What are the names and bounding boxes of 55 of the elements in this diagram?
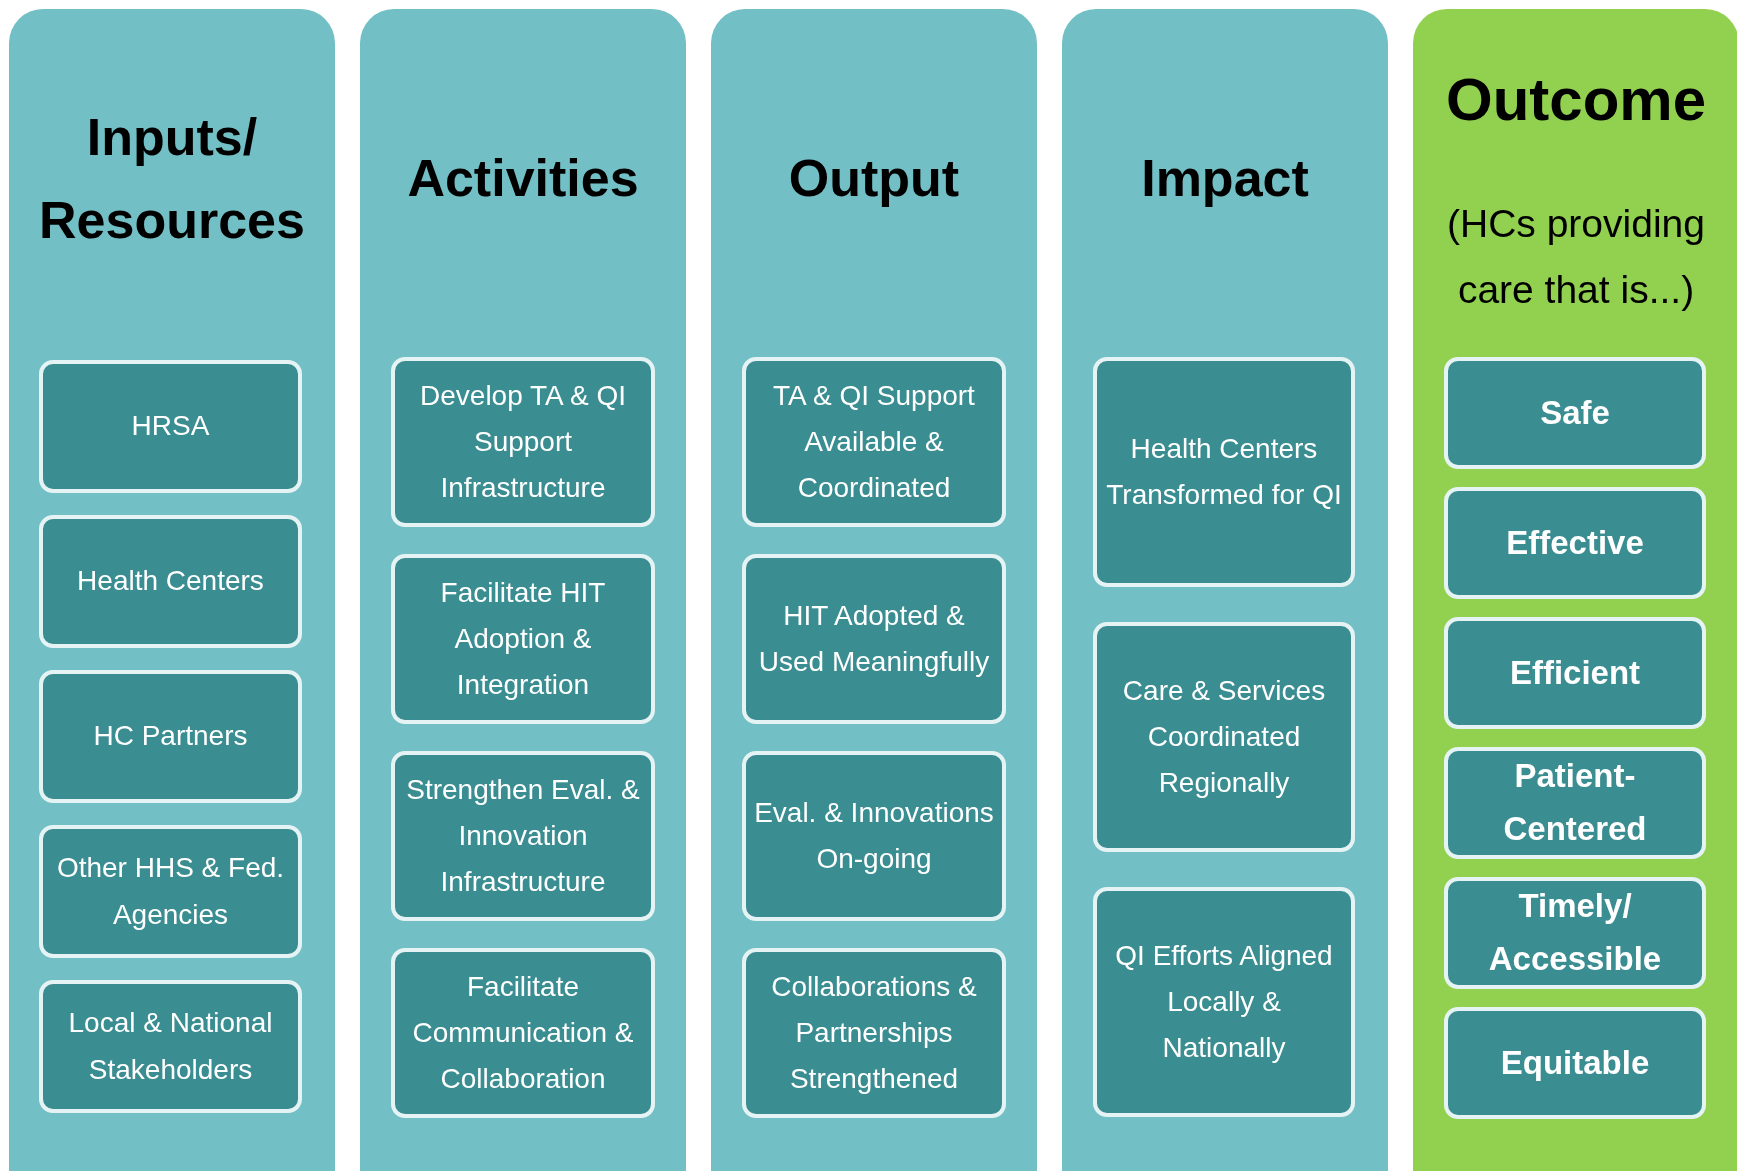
column-heading: Activities: [407, 148, 639, 210]
column-heading: Impact: [1141, 148, 1309, 210]
item-box: [391, 554, 655, 724]
item-box: [39, 980, 302, 1113]
item-box: [742, 357, 1006, 527]
item-text: HIT Adopted & Used Meaningfully: [757, 598, 991, 679]
item-text: QI Efforts Aligned Locally & Nationally: [1114, 938, 1334, 1066]
item-text: TA & QI Support Available & Coordinated: [772, 378, 976, 506]
item-box: [1444, 487, 1706, 599]
item-box: [742, 554, 1006, 724]
item-text: Health Centers: [76, 564, 265, 599]
item-text: Facilitate HIT Adoption & Integration: [439, 575, 607, 703]
item-text: Efficient: [1508, 652, 1642, 693]
item-box: [39, 825, 302, 958]
item-box: [1093, 357, 1355, 587]
item-text: Local & National Stakeholders: [67, 1006, 274, 1087]
item-text: Develop TA & QI Support Infrastructure: [419, 378, 627, 506]
item-box: [1444, 357, 1706, 469]
column-panel: [9, 9, 335, 1171]
item-box: [1444, 747, 1706, 859]
item-box: [39, 515, 302, 648]
column-panel: [711, 9, 1037, 1171]
item-box: [1444, 617, 1706, 729]
item-box: [391, 948, 655, 1118]
item-box: [391, 751, 655, 921]
item-box: [1093, 887, 1355, 1117]
item-text: HRSA: [130, 409, 211, 444]
column-heading: Outcome: [1444, 67, 1707, 133]
item-box: [742, 751, 1006, 921]
item-text: Timely/ Accessible: [1487, 886, 1663, 979]
column-heading: Output: [788, 148, 960, 210]
column-subtitle: (HCs providing care that is...): [1446, 201, 1706, 314]
item-text: Equitable: [1499, 1042, 1651, 1083]
item-box: [742, 948, 1006, 1118]
item-text: HC Partners: [92, 719, 249, 754]
item-text: Strengthen Eval. & Innovation Infrastructure: [405, 772, 641, 900]
column-panel: [360, 9, 686, 1171]
item-text: Health Centers Transformed for QI: [1105, 431, 1343, 512]
item-text: Safe: [1539, 392, 1611, 433]
item-text: Other HHS & Fed. Agencies: [55, 851, 286, 932]
item-text: Patient-Centered: [1502, 756, 1648, 849]
item-text: Collaborations & Partnerships Strengthened: [770, 969, 978, 1097]
item-text: Eval. & Innovations On-going: [753, 795, 995, 876]
item-text: Care & Services Coordinated Regionally: [1121, 673, 1327, 801]
item-box: [39, 670, 302, 803]
column-panel: [1413, 9, 1737, 1171]
item-text: Facilitate Communication & Collaboration: [411, 969, 635, 1097]
item-box: [1093, 622, 1355, 852]
item-box: [391, 357, 655, 527]
item-box: [39, 360, 302, 493]
column-heading: Inputs/ Resources: [38, 106, 306, 251]
item-box: [1444, 877, 1706, 989]
column-panel: [1062, 9, 1388, 1171]
item-text: Effective: [1505, 522, 1645, 563]
item-box: [1444, 1007, 1706, 1119]
